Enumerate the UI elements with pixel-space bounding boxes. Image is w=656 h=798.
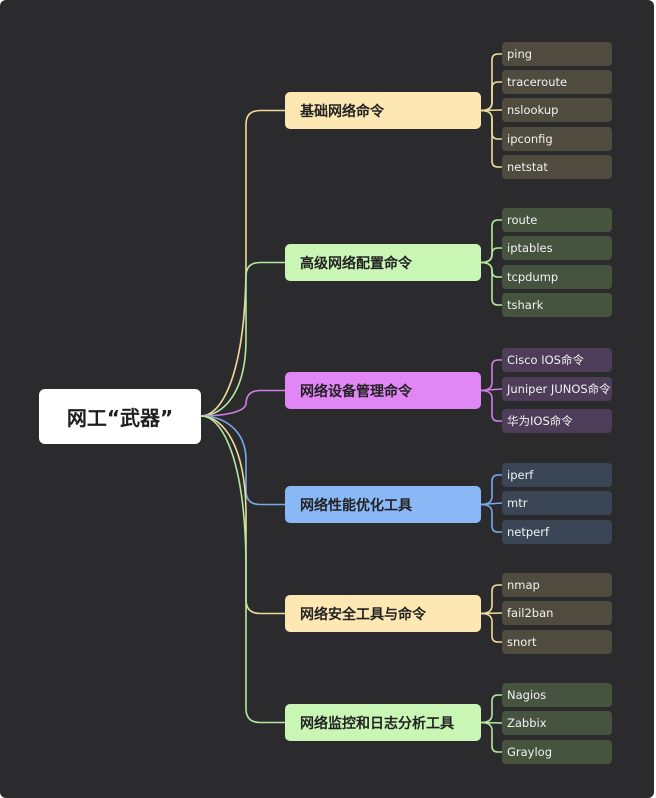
leaf-connector <box>480 247 503 264</box>
branch-node[interactable]: 网络安全工具与命令 <box>285 595 481 632</box>
leaf-connector <box>480 612 503 643</box>
leaf-node[interactable]: traceroute <box>502 70 612 94</box>
leaf-node[interactable]: iperf <box>502 463 612 487</box>
leaf-node[interactable]: tshark <box>502 293 612 317</box>
branch-connector <box>200 415 286 506</box>
branch-node[interactable]: 基础网络命令 <box>285 92 481 129</box>
branch-node[interactable]: 高级网络配置命令 <box>285 244 481 281</box>
branch-connector <box>200 389 286 417</box>
leaf-connector <box>480 694 503 724</box>
branch-connector <box>200 415 286 724</box>
leaf-node[interactable]: netstat <box>502 155 612 179</box>
branch-connector <box>200 415 286 615</box>
leaf-connector <box>480 359 503 392</box>
leaf-connector <box>480 721 503 753</box>
leaf-node[interactable]: 华为IOS命令 <box>502 409 612 433</box>
leaf-node[interactable]: Graylog <box>502 740 612 764</box>
leaf-connector <box>480 261 503 306</box>
leaf-node[interactable]: fail2ban <box>502 601 612 625</box>
leaf-node[interactable]: netperf <box>502 520 612 544</box>
leaf-node[interactable]: nmap <box>502 573 612 597</box>
leaf-connector <box>480 474 503 506</box>
leaf-node[interactable]: route <box>502 208 612 232</box>
leaf-node[interactable]: Zabbix <box>502 711 612 735</box>
leaf-node[interactable]: tcpdump <box>502 265 612 289</box>
leaf-connector <box>480 503 503 533</box>
leaf-node[interactable]: nslookup <box>502 98 612 122</box>
leaf-node[interactable]: iptables <box>502 236 612 260</box>
leaf-node[interactable]: mtr <box>502 491 612 515</box>
leaf-connector <box>480 389 503 422</box>
branch-node[interactable]: 网络设备管理命令 <box>285 372 481 409</box>
leaf-node[interactable]: snort <box>502 630 612 654</box>
leaf-node[interactable]: Cisco IOS命令 <box>502 348 612 372</box>
branch-connector <box>200 261 286 417</box>
root-node[interactable]: 网工“武器” <box>39 389 201 444</box>
leaf-connector <box>480 584 503 615</box>
leaf-node[interactable]: Nagios <box>502 683 612 707</box>
branch-node[interactable]: 网络性能优化工具 <box>285 486 481 523</box>
leaf-node[interactable]: ping <box>502 42 612 66</box>
branch-node[interactable]: 网络监控和日志分析工具 <box>285 704 481 741</box>
leaf-node[interactable]: ipconfig <box>502 127 612 151</box>
leaf-connector <box>480 81 503 112</box>
leaf-connector <box>480 109 503 168</box>
leaf-node[interactable]: Juniper JUNOS命令 <box>502 377 612 401</box>
